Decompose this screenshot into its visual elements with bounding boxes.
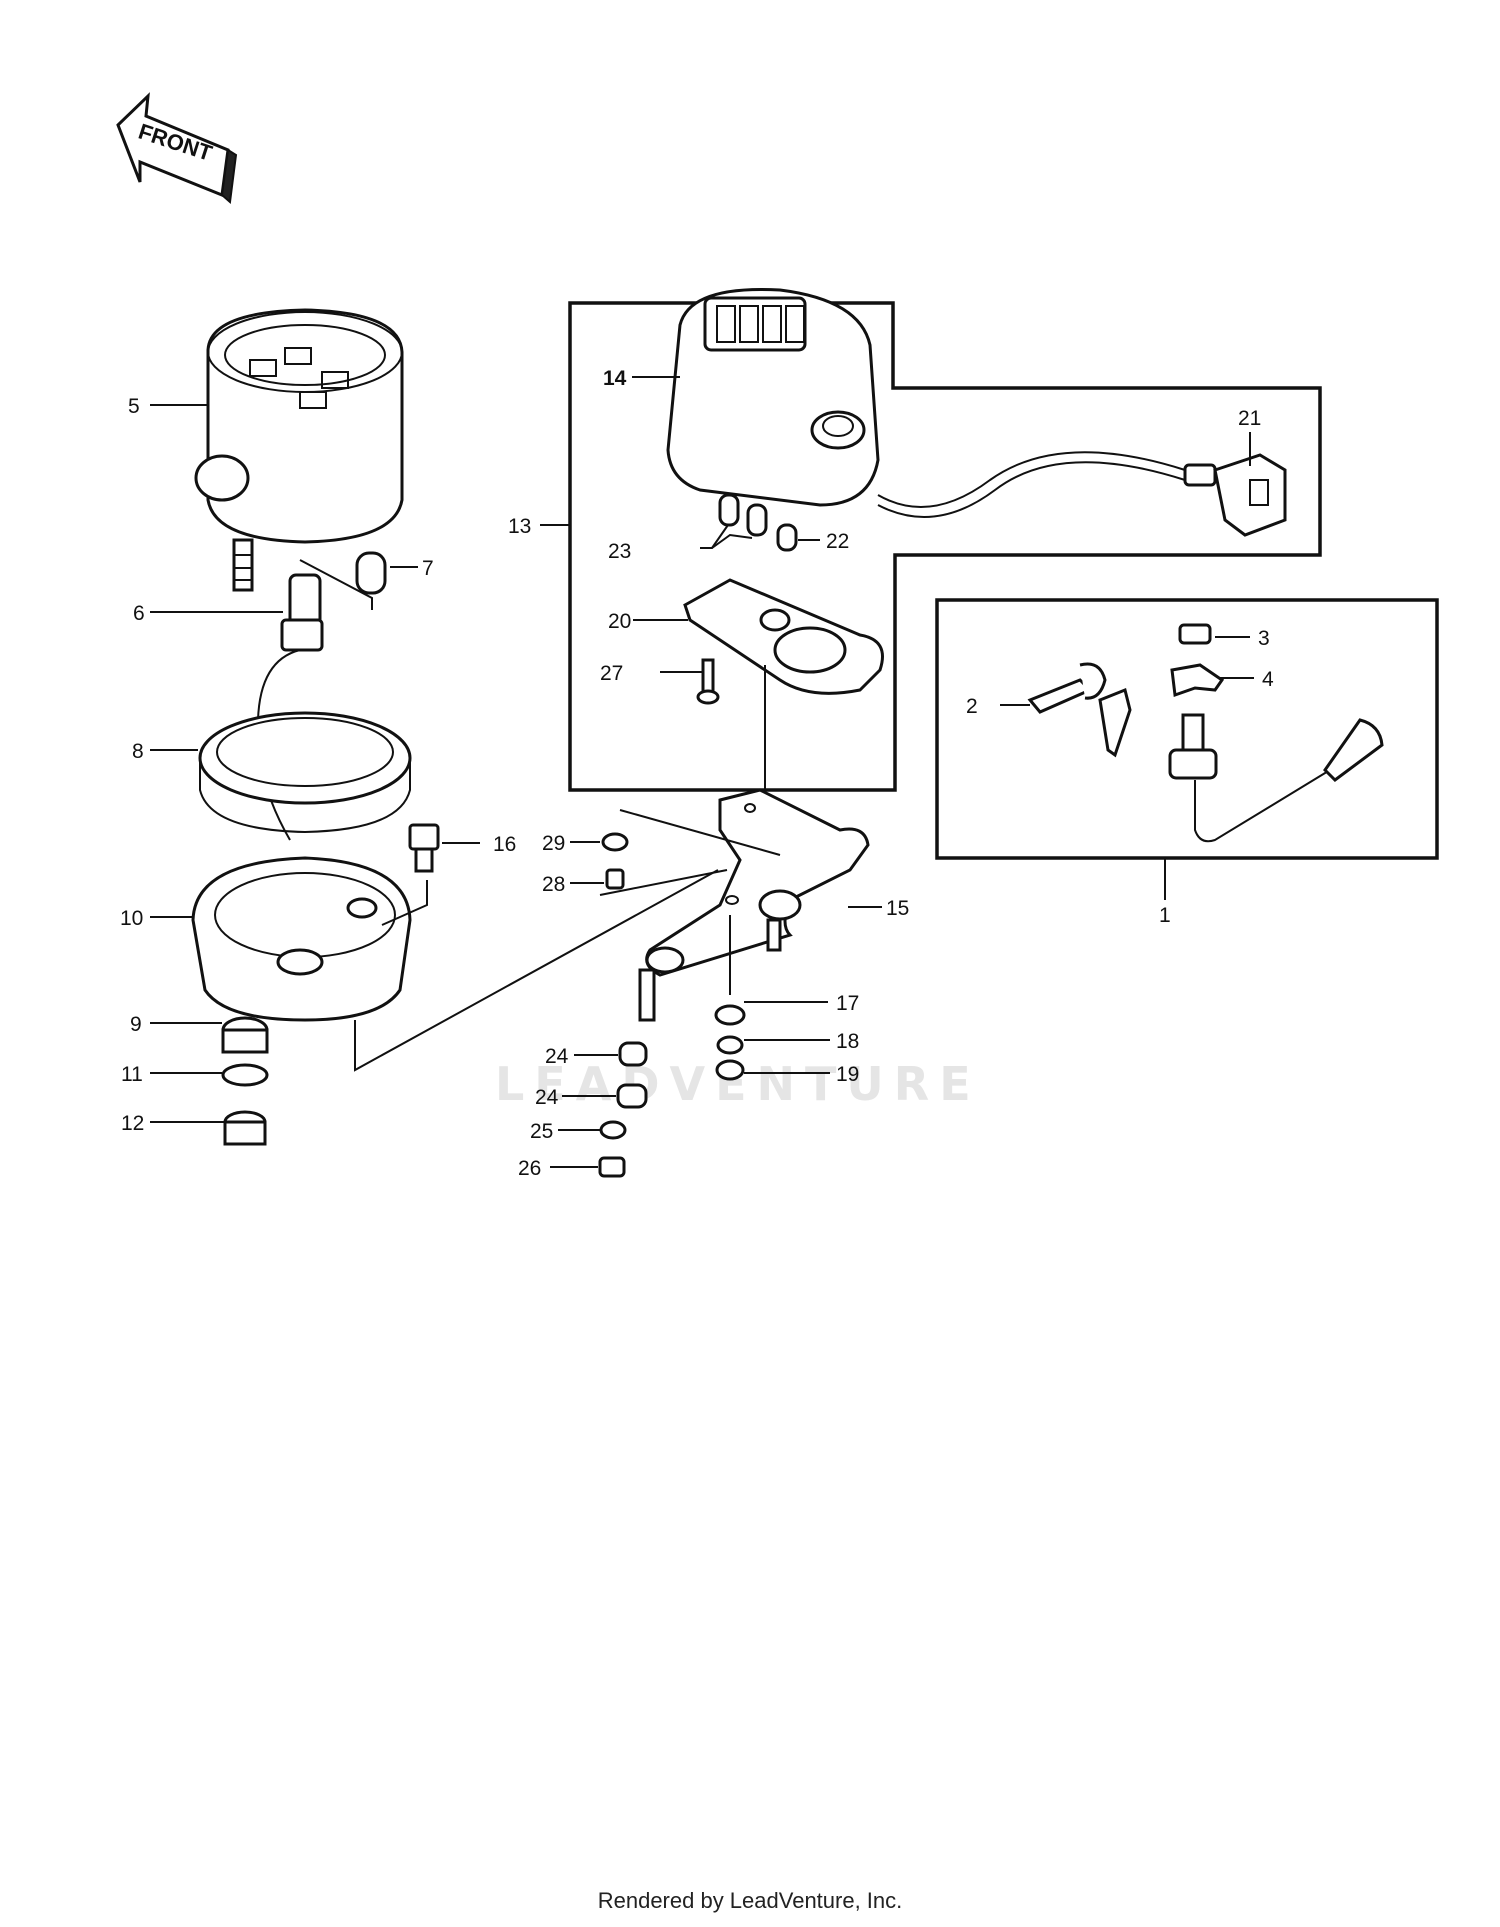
- mounting-plate-drawing: [638, 788, 870, 1022]
- callout-6: 6: [133, 602, 145, 625]
- washers-nut-17-19-drawing: [714, 1004, 746, 1081]
- assembly-box-1: [935, 598, 1439, 860]
- callout-8: 8: [132, 740, 144, 763]
- callout-25: 25: [530, 1120, 553, 1143]
- speedometer-drawing: [194, 308, 404, 592]
- callout-24a: 24: [545, 1045, 569, 1068]
- grommet-washer-nut-drawing: [221, 1016, 269, 1146]
- callout-27: 27: [600, 662, 623, 685]
- callout-23: 23: [608, 540, 631, 563]
- assembly-box-13: [568, 301, 1322, 792]
- callout-2: 2: [966, 695, 978, 718]
- callout-15: 15: [886, 897, 909, 920]
- callout-4: 4: [1262, 668, 1274, 691]
- callout-21: 21: [1238, 407, 1261, 430]
- housing-bracket-drawing: [683, 578, 884, 800]
- callout-28: 28: [542, 873, 565, 896]
- indicator-bulbs-drawing: [700, 493, 798, 552]
- callout-18: 18: [836, 1030, 859, 1053]
- screw-27-drawing: [696, 658, 720, 705]
- callout-12: 12: [121, 1112, 144, 1135]
- ignition-key-set-drawing: [1027, 623, 1384, 843]
- callout-9: 9: [130, 1013, 142, 1036]
- callout-11: 11: [121, 1063, 143, 1086]
- indicator-housing-drawing: [666, 287, 1287, 537]
- footer-credit: Rendered by LeadVenture, Inc.: [597, 1888, 903, 1913]
- meter-cover-ring: [198, 711, 412, 834]
- front-arrow-icon: FRONT: [116, 92, 238, 204]
- bolt-16-drawing: [408, 823, 440, 873]
- meter-housing-drawing: [191, 856, 412, 1022]
- callout-numbers: 1 2 3 4 5 6 7 8 9 10 11 12 13 14 15 16 1…: [120, 367, 1274, 1180]
- screw-washer-28-29-drawing: [601, 832, 629, 890]
- callout-1: 1: [1159, 904, 1171, 927]
- callout-14: 14: [603, 367, 627, 390]
- callout-22: 22: [826, 530, 849, 553]
- callout-16: 16: [493, 833, 516, 856]
- callout-13: 13: [508, 515, 531, 538]
- callout-17: 17: [836, 992, 859, 1015]
- callout-19: 19: [836, 1063, 859, 1086]
- callout-7: 7: [422, 557, 434, 580]
- callout-29: 29: [542, 832, 565, 855]
- callout-20: 20: [608, 610, 631, 633]
- bulb-socket-drawing: [256, 551, 387, 841]
- callout-26: 26: [518, 1157, 541, 1180]
- callout-3: 3: [1258, 627, 1270, 650]
- bushings-nut-24-26-drawing: [598, 1041, 648, 1178]
- callout-10: 10: [120, 907, 143, 930]
- leader-lines: [150, 376, 1254, 1168]
- callout-5: 5: [128, 395, 140, 418]
- callout-24b: 24: [535, 1086, 559, 1109]
